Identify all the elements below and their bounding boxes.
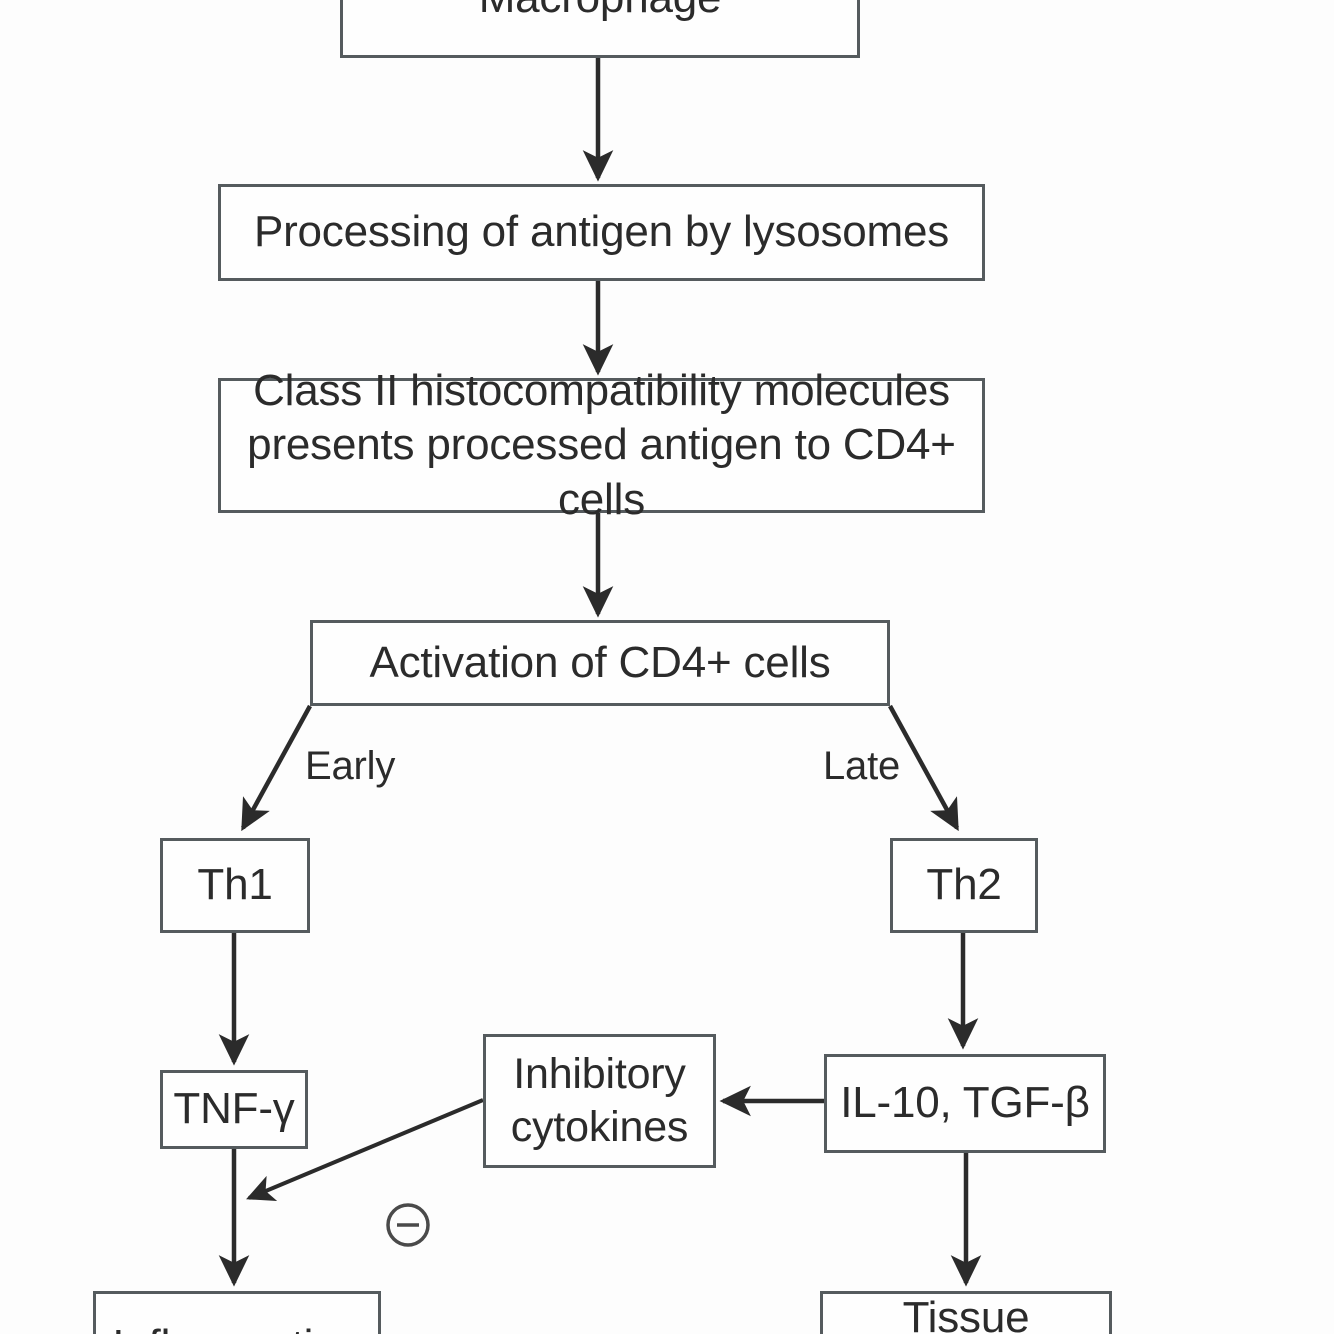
edge-label-early: Early xyxy=(305,744,396,788)
node-inhibitory-label: Inhibitory cytokines xyxy=(503,1048,696,1155)
edge-activation-th1-early xyxy=(241,704,312,832)
node-th1[interactable]: Th1 xyxy=(160,838,310,933)
node-processing-label: Processing of antigen by lysosomes xyxy=(253,207,950,257)
edge-label-late: Late xyxy=(823,744,901,788)
inhibition-minus-icon xyxy=(386,1203,430,1247)
node-inhibitory-line2: cytokines xyxy=(510,1103,689,1151)
node-tnf-gamma[interactable]: TNF-γ xyxy=(160,1070,308,1149)
node-inhibitory-line1: Inhibitory xyxy=(513,1049,686,1098)
node-inflammation[interactable]: Inflammation xyxy=(93,1291,381,1334)
node-macrophage[interactable]: Macrophage xyxy=(340,0,860,58)
node-processing-of-antigen[interactable]: Processing of antigen by lysosomes xyxy=(218,184,985,281)
node-th2-label: Th2 xyxy=(926,860,1002,910)
node-th2[interactable]: Th2 xyxy=(890,838,1038,933)
node-inflammation-label: Inflammation xyxy=(104,1319,369,1334)
node-macrophage-label: Macrophage xyxy=(471,0,730,25)
node-activation-label: Activation of CD4+ cells xyxy=(369,637,831,687)
node-inhibitory-cytokines[interactable]: Inhibitory cytokines xyxy=(483,1034,716,1168)
node-classii-line1: Class II histocompatibility molecules xyxy=(253,365,950,415)
node-tissue-scarring[interactable]: Tissue scarring xyxy=(820,1291,1112,1334)
node-class-ii-histocompatibility[interactable]: Class II histocompatibility molecules pr… xyxy=(218,366,985,524)
node-il10-label: IL-10, TGF-β xyxy=(840,1078,1090,1128)
node-th1-label: Th1 xyxy=(197,860,273,910)
node-classii-label: Class II histocompatibility molecules pr… xyxy=(221,364,982,528)
node-classii-line2: presents processed antigen to CD4+ cells xyxy=(247,420,956,524)
node-tnf-label: TNF-γ xyxy=(173,1084,295,1134)
node-activation-of-cd4-cells[interactable]: Activation of CD4+ cells xyxy=(310,620,890,706)
node-il10-tgf-beta[interactable]: IL-10, TGF-β xyxy=(824,1054,1106,1153)
node-scarring-label: Tissue scarring xyxy=(902,1293,1030,1334)
